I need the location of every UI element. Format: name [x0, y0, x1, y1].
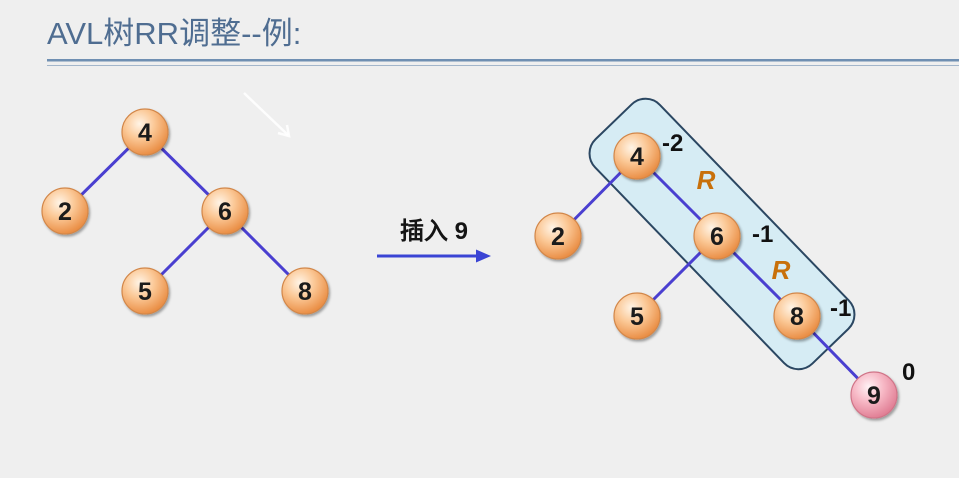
- node-value: 2: [58, 198, 72, 226]
- node-circle: [773, 292, 821, 340]
- node-circle: [534, 212, 582, 260]
- rotation-label: R: [772, 255, 791, 285]
- node-circle: [613, 292, 661, 340]
- tree-node: 8: [281, 267, 329, 315]
- node-value: 8: [298, 278, 312, 306]
- tree-node: 2: [41, 187, 89, 235]
- pointer-trail: [243, 92, 291, 138]
- node-value: 5: [630, 303, 644, 331]
- balance-factor: -1: [752, 221, 773, 248]
- title-rule-light: [47, 65, 959, 66]
- node-circle: [693, 212, 741, 260]
- node-circle: [850, 371, 898, 419]
- tree-node: 6: [201, 187, 249, 235]
- balance-factor: 0: [902, 359, 915, 386]
- node-value: 6: [218, 198, 232, 226]
- node-value: 4: [630, 143, 644, 171]
- title-rule-strong: [47, 59, 959, 62]
- node-value: 9: [867, 382, 881, 410]
- arrow-head-icon: [476, 249, 491, 263]
- page-title: AVL树RR调整--例:: [47, 16, 301, 51]
- inserted-tree-node: 9 0: [850, 359, 915, 419]
- before-tree: 4 2 6 5 8: [41, 108, 329, 315]
- node-circle: [613, 132, 661, 180]
- tree-node: 5: [121, 267, 169, 315]
- node-circle: [121, 267, 169, 315]
- after-tree: 4 -2 2 6 -1 5 8 -1: [534, 97, 915, 419]
- tree-node: 8 -1: [773, 292, 851, 340]
- balance-factor: -2: [662, 130, 683, 157]
- tree-node: 4: [121, 108, 169, 156]
- operation-arrow: 插入 9: [377, 218, 491, 263]
- tree-node: 2: [534, 212, 582, 260]
- node-value: 6: [710, 223, 724, 251]
- node-value: 5: [138, 278, 152, 306]
- node-value: 8: [790, 303, 804, 331]
- node-circle: [121, 108, 169, 156]
- node-circle: [281, 267, 329, 315]
- rotation-label: R: [697, 165, 716, 195]
- tree-node: 5: [613, 292, 661, 340]
- tree-node: 6 -1: [693, 212, 773, 260]
- node-circle: [201, 187, 249, 235]
- node-value: 4: [138, 119, 152, 147]
- node-value: 2: [551, 223, 565, 251]
- node-circle: [41, 187, 89, 235]
- balance-factor: -1: [830, 295, 851, 322]
- tree-node: 4 -2: [613, 130, 683, 180]
- operation-label: 插入 9: [400, 218, 468, 245]
